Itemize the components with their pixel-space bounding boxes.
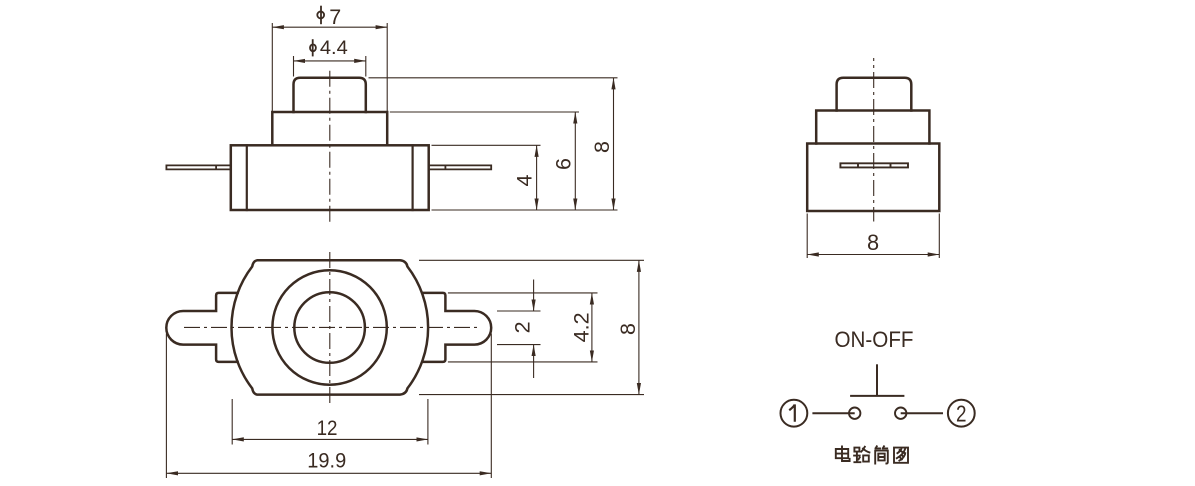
svg-text:ON-OFF: ON-OFF	[835, 327, 914, 352]
svg-text:7: 7	[329, 5, 341, 29]
svg-text:8: 8	[590, 141, 614, 153]
svg-text:8: 8	[616, 323, 640, 335]
svg-text:4.4: 4.4	[320, 38, 348, 59]
svg-text:4: 4	[513, 174, 537, 186]
svg-text:8: 8	[867, 230, 879, 255]
svg-text:2: 2	[956, 402, 966, 427]
svg-text:4.2: 4.2	[569, 312, 593, 342]
svg-text:19.9: 19.9	[307, 450, 346, 473]
svg-text:6: 6	[552, 158, 576, 170]
svg-text:12: 12	[317, 417, 338, 440]
svg-text:2: 2	[510, 321, 534, 333]
